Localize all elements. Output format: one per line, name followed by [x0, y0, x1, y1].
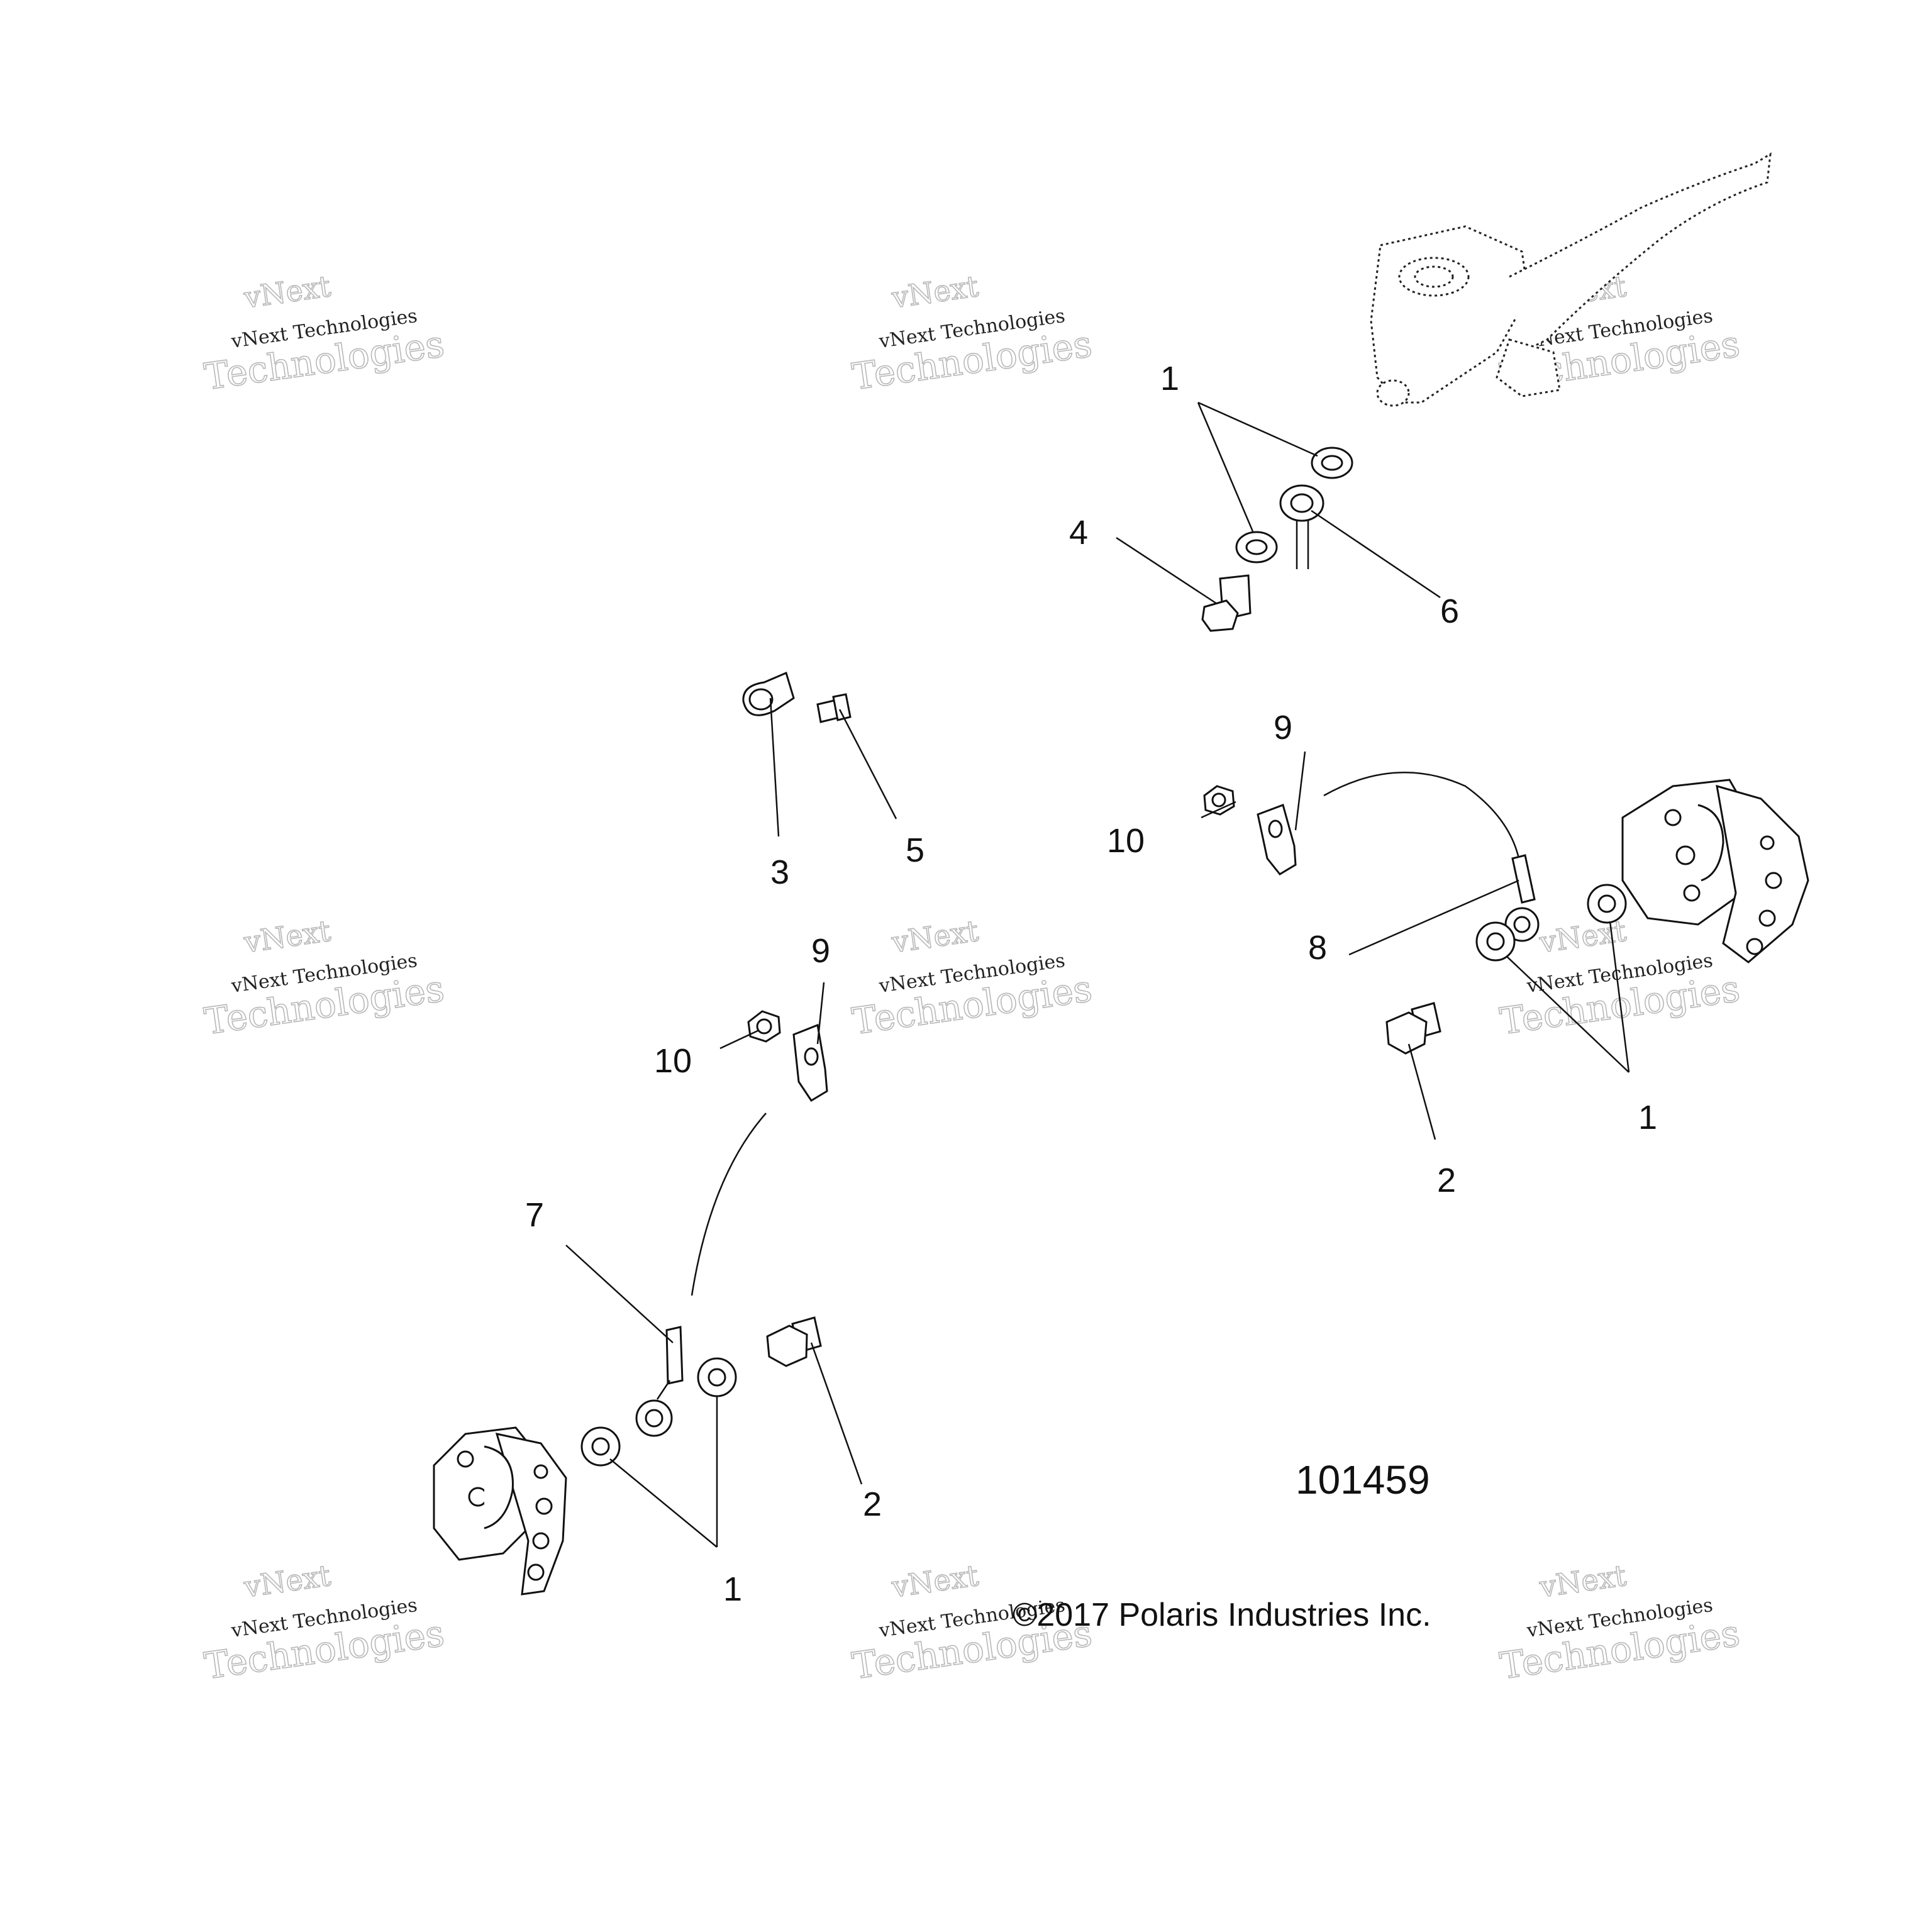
watermark-top-left: vNext vNext Technologies Technologies — [201, 269, 447, 399]
callout-7: 7 — [525, 1196, 544, 1234]
hose-clip-9-left — [792, 1023, 828, 1102]
master-cylinder-lever — [1370, 152, 1772, 407]
nut-10-right — [1203, 785, 1235, 816]
watermark-bottom-right: vNext vNext Technologies Technologies — [1497, 1558, 1743, 1688]
watermark-vnext: vNext — [889, 914, 981, 960]
brake-caliper-right — [1621, 779, 1809, 963]
watermark-bottom-left: vNext vNext Technologies Technologies — [201, 1558, 447, 1688]
top-washer-1 — [1311, 447, 1353, 479]
watermark-vnext: vNext — [889, 269, 981, 315]
watermark-vnext: vNext — [242, 269, 333, 315]
callout-9-left: 9 — [811, 932, 830, 970]
hose-clip-3 — [742, 671, 795, 716]
hose-clip-9-right — [1257, 804, 1297, 875]
watermark-mid-center: vNext vNext Technologies Technologies — [849, 913, 1095, 1043]
nut-10-left — [747, 1010, 781, 1043]
watermark-vnext: vNext — [242, 1558, 333, 1604]
callout-9-right: 9 — [1274, 709, 1292, 747]
callout-6: 6 — [1440, 592, 1459, 630]
watermark-top-center: vNext vNext Technologies Technologies — [849, 269, 1095, 399]
callout-1-right: 1 — [1638, 1099, 1657, 1136]
callout-10-right: 10 — [1107, 822, 1145, 860]
bolt-2-right — [1385, 1002, 1441, 1055]
callout-1-top: 1 — [1160, 360, 1179, 397]
callout-5: 5 — [906, 831, 924, 869]
banjo-bolt-4 — [1201, 574, 1252, 632]
bolt-2-left — [766, 1316, 822, 1367]
callout-8: 8 — [1308, 929, 1327, 967]
callout-1-left: 1 — [723, 1570, 742, 1608]
brake-caliper-left — [433, 1426, 567, 1596]
watermark-vnext: vNext — [889, 1558, 981, 1604]
copyright-notice: ©2017 Polaris Industries Inc. — [1013, 1597, 1431, 1633]
left-washer-1b — [580, 1426, 621, 1467]
brake-hose-8 — [1323, 772, 1540, 942]
right-washer-1b — [1475, 921, 1516, 962]
figure-number: 101459 — [1296, 1457, 1430, 1502]
banjo-fitting-6 — [1279, 484, 1324, 569]
callout-3: 3 — [770, 853, 789, 891]
left-washer-1a — [697, 1357, 737, 1397]
top-washer-2 — [1235, 531, 1278, 564]
watermark-mid-left: vNext vNext Technologies Technologies — [201, 913, 447, 1043]
screw-5 — [816, 693, 852, 723]
callout-2-left: 2 — [863, 1485, 882, 1523]
right-washer-1a — [1587, 884, 1627, 924]
watermark-vnext: vNext — [1537, 1558, 1629, 1604]
callout-4: 4 — [1069, 514, 1088, 552]
brake-hose-7 — [635, 1113, 767, 1437]
callout-10-left: 10 — [654, 1042, 692, 1080]
callout-2-right: 2 — [1437, 1162, 1456, 1199]
leader-lines — [565, 401, 1630, 1548]
watermark-vnext: vNext — [242, 914, 333, 960]
